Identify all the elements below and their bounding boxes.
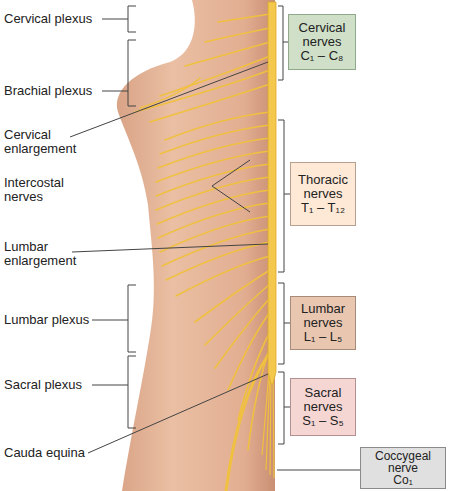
part-label: Cauda equina <box>4 446 94 460</box>
bracket <box>102 40 136 106</box>
lumbar-nerve <box>195 270 270 322</box>
bracket <box>92 285 136 352</box>
box-text: Thoracic nerves <box>294 173 352 201</box>
brackets <box>92 6 360 470</box>
bracket <box>102 6 136 32</box>
cervical-nerve <box>185 42 270 66</box>
box-text: Coccygeal nerve <box>364 450 442 474</box>
cervical-nerve <box>205 28 270 42</box>
leader-line <box>212 160 250 212</box>
lumbar-nerve <box>205 284 270 345</box>
box-text: Co₁ <box>393 474 412 486</box>
leader-line <box>277 470 360 471</box>
leader-line <box>72 244 268 252</box>
part-label: Lumbar plexus <box>4 313 94 327</box>
box-text: S₁ – S₅ <box>302 414 343 428</box>
box-text: C₁ – C₈ <box>300 49 343 63</box>
part-label: Lumbar enlargement <box>4 240 84 268</box>
box-text: Sacral nerves <box>294 386 352 414</box>
part-label: Intercostal nerves <box>4 176 84 204</box>
nerve-group-box: Sacral nervesS₁ – S₅ <box>290 378 356 436</box>
nerve-group-box: Coccygeal nerveCo₁ <box>360 447 446 489</box>
nerve-group-box: Thoracic nervesT₁ – T₁₂ <box>290 162 356 226</box>
sciatic-nerve <box>226 355 268 491</box>
box-text: Cervical nerves <box>292 21 352 49</box>
part-label: Cervical enlargement <box>4 128 84 156</box>
bracket <box>278 283 290 364</box>
intercostal-nerve <box>176 256 270 296</box>
spinal-cord <box>268 2 276 384</box>
box-text: T₁ – T₁₂ <box>301 201 345 215</box>
back-body <box>117 0 275 491</box>
lumbar-nerve <box>228 312 270 390</box>
cauda-fiber <box>273 370 274 478</box>
part-label: Sacral plexus <box>4 378 94 392</box>
cauda-equina <box>262 370 274 478</box>
cauda-fiber <box>270 370 271 475</box>
brachial-nerve <box>150 84 270 122</box>
nerve-group-box: Lumbar nervesL₁ – L₅ <box>290 296 356 350</box>
bracket <box>92 356 136 428</box>
box-text: L₁ – L₅ <box>304 330 343 344</box>
brachial-nerve <box>140 78 200 108</box>
leader-line <box>88 374 268 453</box>
cervical-nerve <box>218 14 270 22</box>
nerve-group-box: Cervical nervesC₁ – C₈ <box>288 14 356 70</box>
part-label: Cervical plexus <box>4 12 114 26</box>
leader-lines <box>70 62 268 453</box>
part-label: Brachial plexus <box>4 84 114 98</box>
leader-line <box>70 62 268 137</box>
bracket <box>278 372 290 444</box>
bracket <box>278 6 288 80</box>
box-text: Lumbar nerves <box>294 302 352 330</box>
nerves <box>135 14 271 491</box>
bracket <box>278 120 290 272</box>
cauda-fiber <box>262 372 269 455</box>
